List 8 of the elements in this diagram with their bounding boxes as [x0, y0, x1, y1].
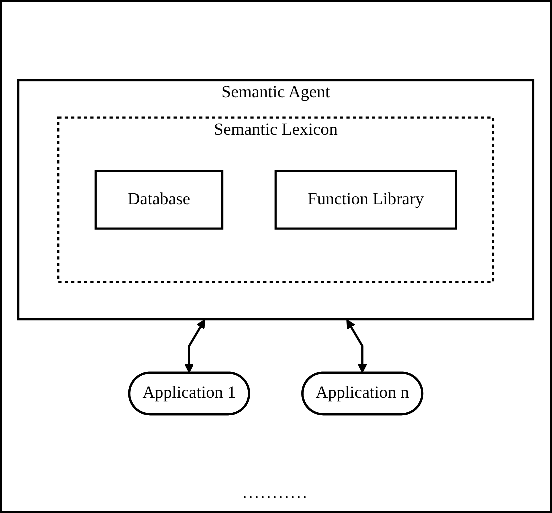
ellipsis-dots: ...........: [243, 485, 309, 502]
arrow: [184, 319, 206, 374]
arrow: [346, 319, 368, 374]
node-box: [274, 170, 458, 230]
diagram-drawing: Semantic Agent Semantic Lexicon Database Function Library Application 1 Application n: [10, 10, 542, 485]
cluster: [17, 79, 535, 321]
cluster: [57, 116, 495, 284]
node-box: [94, 170, 224, 230]
